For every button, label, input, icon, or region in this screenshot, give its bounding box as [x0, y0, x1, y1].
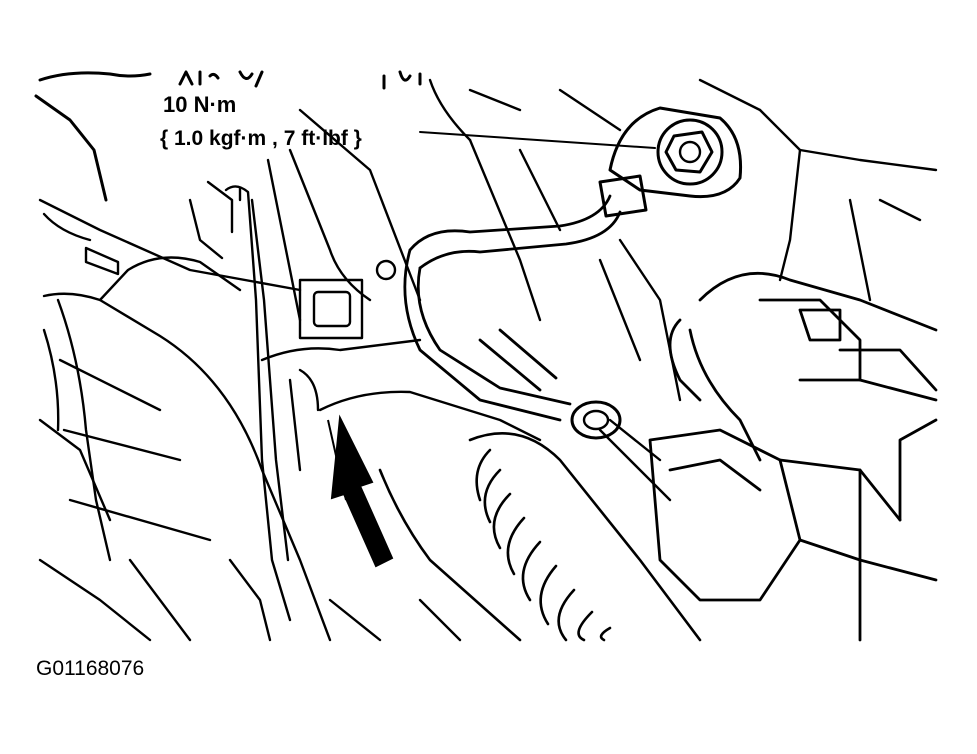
left-duct [38, 256, 332, 642]
torque-alt-units-label: { 1.0 kgf·m , 7 ft·lbf } [160, 127, 362, 150]
ground-strap [403, 194, 622, 422]
connector-housing [648, 271, 938, 642]
figure-id-label: G01168076 [36, 657, 145, 680]
ground-bolt-icon [598, 106, 743, 218]
leader-line [419, 131, 656, 149]
square-connector [298, 259, 397, 340]
lower-frame [38, 418, 462, 642]
torque-value-label: 10 N·m [163, 92, 237, 117]
vertical-wire [224, 185, 292, 622]
pointer-arrow-icon [327, 414, 394, 568]
upper-bracket [38, 78, 522, 322]
upper-right-pipes [468, 78, 938, 402]
partial-label-fragments [34, 70, 422, 202]
corrugated-hose [378, 432, 702, 642]
harness-grommet [570, 400, 672, 502]
middle-pipe [260, 338, 542, 472]
